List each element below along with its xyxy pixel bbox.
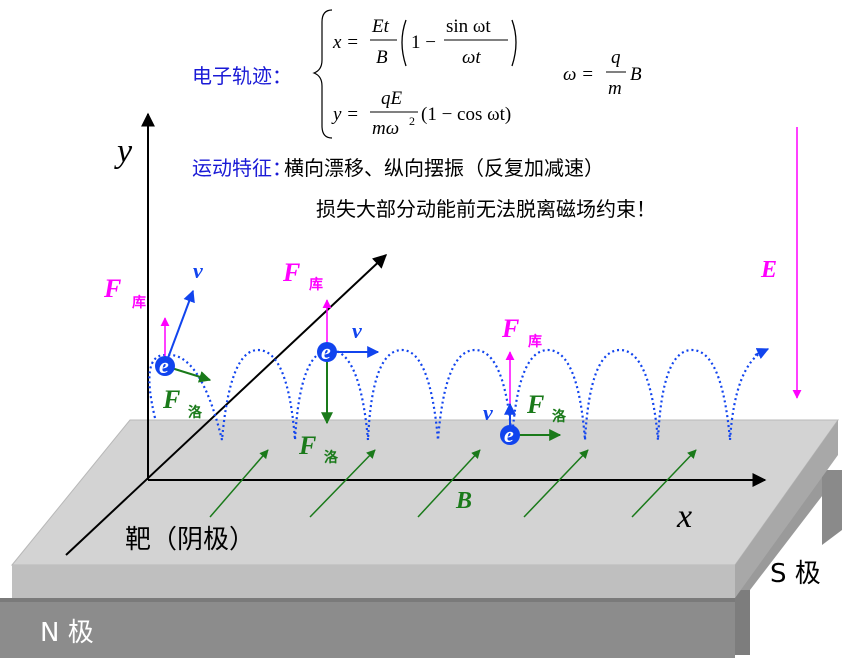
coulomb-sub-1: 库 <box>132 294 146 311</box>
x-eq-den: B <box>376 47 388 68</box>
electron-1 <box>155 289 212 383</box>
y-eq-den: mω <box>372 118 399 139</box>
lorentz-f-1: F <box>162 385 180 414</box>
y-eq-lhs: y = <box>331 104 359 125</box>
electron-3 <box>500 351 562 445</box>
target-plate <box>10 419 839 598</box>
target-label: 靶（阴极） <box>125 525 255 555</box>
w-eq-rhs: B <box>630 64 642 85</box>
velocity-label-3: v <box>483 400 493 425</box>
electron-trajectory <box>148 348 766 441</box>
electron-2-label: e <box>321 339 331 364</box>
coulomb-sub-2: 库 <box>309 276 323 293</box>
coulomb-f-2: F <box>282 258 300 287</box>
electron-3-label: e <box>504 422 514 447</box>
w-eq-den: m <box>608 78 622 99</box>
lorentz-f-2: F <box>298 431 316 460</box>
equations: x = Et B 1 − sin ωt ωt y = qE mω 2 (1 − … <box>312 9 642 139</box>
velocity-label-2: v <box>352 318 362 343</box>
motion-line-2: 损失大部分动能前无法脱离磁场约束！ <box>316 197 656 221</box>
coulomb-f-1: F <box>103 274 121 303</box>
trajectory-arrow <box>754 348 770 359</box>
coulomb-sub-3: 库 <box>528 333 542 350</box>
x-eq-inner-den: ωt <box>462 47 481 68</box>
x-eq-inner-num: sin ωt <box>446 16 491 37</box>
north-magnet <box>0 598 735 658</box>
w-eq-num: q <box>611 47 621 68</box>
x-eq-lhs: x = <box>332 32 359 53</box>
lorentz-f-3: F <box>526 390 544 419</box>
e-field-label: E <box>760 257 777 283</box>
x-eq-num: Et <box>371 16 390 37</box>
equation-brace <box>312 9 333 139</box>
y-eq-num: qE <box>381 88 403 109</box>
y-axis-label: y <box>114 133 133 170</box>
y-eq-den-exp: 2 <box>409 114 415 128</box>
lorentz-sub-2: 洛 <box>324 449 339 466</box>
lorentz-sub-1: 洛 <box>188 404 203 421</box>
coulomb-f-3: F <box>501 314 519 343</box>
motion-line-1: 横向漂移、纵向摆振（反复加减速） <box>284 156 604 180</box>
x-axis-label: x <box>676 498 692 535</box>
north-pole-label: N 极 <box>40 618 94 648</box>
electron-2 <box>317 299 380 425</box>
velocity-label-1: v <box>193 258 203 283</box>
x-eq-paren: 1 − <box>411 32 436 53</box>
south-pole-label: S 极 <box>770 559 821 589</box>
y-eq-rest: (1 − cos ωt) <box>421 104 511 125</box>
w-eq-lhs: ω = <box>563 64 594 85</box>
electron-1-label: e <box>159 353 169 378</box>
trajectory-label: 电子轨迹： <box>192 64 292 88</box>
b-field-arrows <box>209 449 697 518</box>
b-field-label: B <box>455 488 472 514</box>
lorentz-sub-3: 洛 <box>552 408 567 425</box>
motion-label: 运动特征： <box>192 156 292 180</box>
